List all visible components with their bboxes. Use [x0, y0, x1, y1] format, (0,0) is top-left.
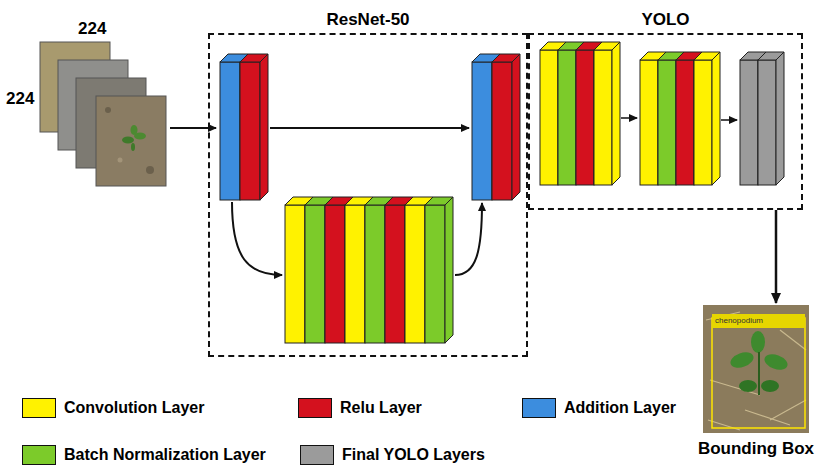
legend-text: Final YOLO Layers: [342, 444, 485, 466]
resnet-arrows: [232, 128, 482, 275]
legend-text: Addition Layer: [564, 397, 676, 419]
input-images: [40, 42, 166, 186]
group-title: YOLO: [530, 10, 801, 30]
legend-swatch: [22, 445, 56, 465]
output-image-box: chenopodiumBounding Box: [703, 305, 809, 433]
legend-text: Convolution Layer: [64, 397, 204, 419]
legend-swatch: [522, 398, 556, 418]
resnet-layers: [220, 54, 520, 343]
image-caption: Bounding Box: [698, 439, 814, 459]
legend-swatch: [22, 398, 56, 418]
legend-text: Relu Layer: [340, 397, 422, 419]
dimension-label: 224: [6, 88, 34, 110]
output-image: [703, 305, 809, 433]
group-title: ResNet-50: [210, 10, 526, 30]
legend-text: Batch Normalization Layer: [64, 444, 266, 466]
resnet-group: ResNet-50: [208, 33, 528, 357]
dimension-label: 224: [78, 18, 106, 40]
yolo-group: YOLO: [528, 33, 803, 210]
legend-swatch: [298, 398, 332, 418]
class-label: chenopodium: [713, 316, 765, 325]
flow-arrow: [775, 210, 778, 303]
yolo-layers: [540, 42, 784, 185]
legend-swatch: [300, 445, 334, 465]
yolo-arrows: [621, 118, 737, 120]
